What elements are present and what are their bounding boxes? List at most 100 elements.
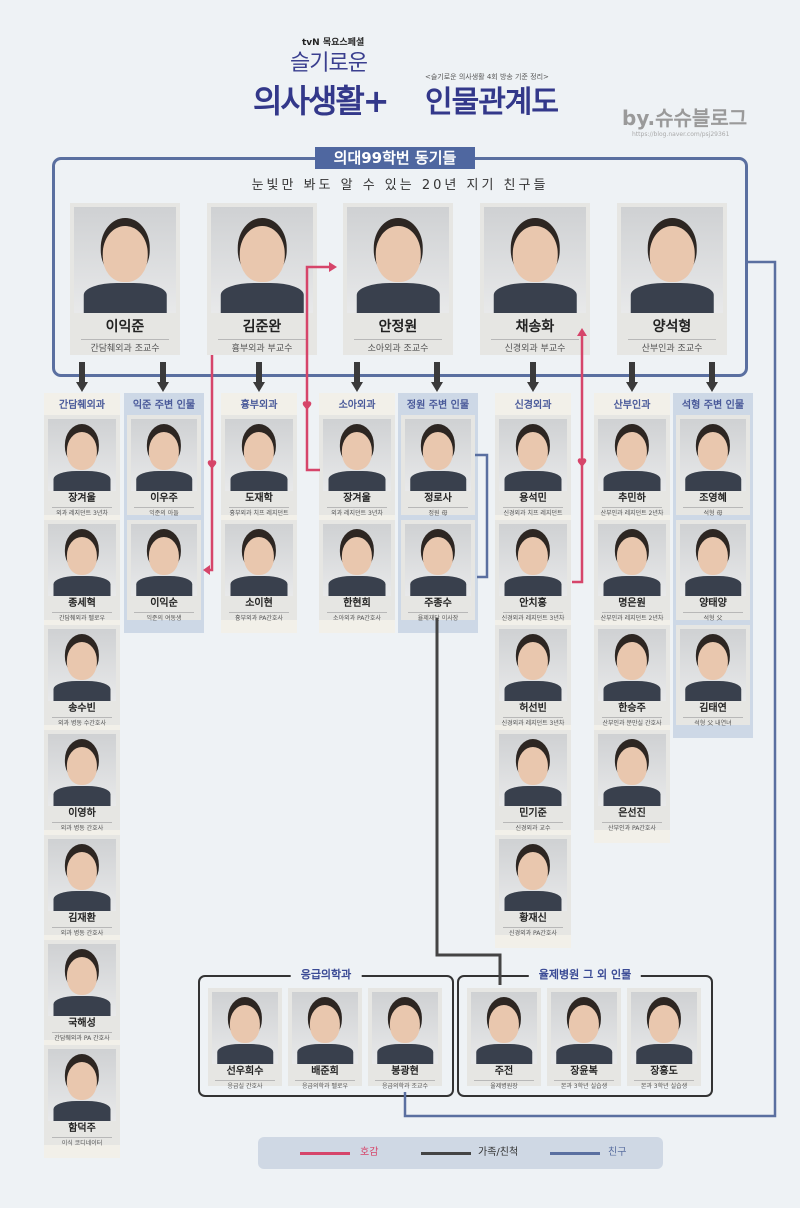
person-role: 소아외과 PA간호사 (333, 615, 381, 622)
divider (81, 339, 169, 340)
person-silhouette-icon (53, 995, 111, 1016)
divider (502, 822, 564, 823)
group-box: 응급의학과 (198, 968, 454, 1097)
title-note: <슬기로운 의사생활 4회 방송 기준 정리> (425, 73, 549, 81)
divider (326, 612, 388, 613)
divider (134, 612, 194, 613)
person-silhouette-icon (504, 785, 562, 806)
divider (601, 717, 663, 718)
person-face-icon (239, 226, 285, 282)
divider (601, 612, 663, 613)
person-name: 김준완 (242, 319, 282, 335)
person-silhouette-icon (410, 470, 466, 491)
person-name: 주종수 (424, 598, 452, 609)
column-header: 소아외과 (338, 400, 376, 411)
person-silhouette-icon (603, 575, 661, 596)
person-name: 황재신 (519, 913, 547, 924)
person-name: 은선진 (618, 808, 646, 819)
person-role: 신경외과 PA간호사 (509, 930, 557, 937)
person-face-icon (66, 746, 98, 785)
person-face-icon (309, 1004, 341, 1043)
person-role: 응급의학과 펠로우 (301, 1083, 349, 1090)
person-role: 외과 레지던트 3년차 (56, 510, 108, 517)
divider (375, 1080, 435, 1081)
person-face-icon (488, 1004, 520, 1043)
person-photo (48, 1049, 116, 1121)
divider (491, 339, 579, 340)
person-face-icon (243, 536, 275, 575)
person-name: 안치홍 (519, 598, 547, 609)
person-silhouette-icon (220, 283, 304, 313)
person-role: 산부인과 조교수 (641, 344, 703, 354)
column-header: 산부인과 (613, 400, 651, 411)
person-face-icon (389, 1004, 421, 1043)
person-face-icon (517, 641, 549, 680)
person-silhouette-icon (83, 283, 167, 313)
person-silhouette-icon (630, 283, 714, 313)
person-name: 정로사 (424, 493, 452, 504)
divider (683, 507, 743, 508)
top-group-tab: 의대99학번 동기들 (315, 147, 475, 169)
person-face-icon (229, 1004, 261, 1043)
person-silhouette-icon (136, 470, 192, 491)
person-photo (74, 207, 176, 313)
person-silhouette-icon (53, 1100, 111, 1121)
person-name: 이영하 (68, 808, 96, 819)
person-photo (347, 207, 449, 313)
person-silhouette-icon (685, 575, 741, 596)
person-photo (48, 839, 116, 911)
person-face-icon (341, 431, 373, 470)
person-face-icon (341, 536, 373, 575)
person-name: 장홍도 (650, 1066, 678, 1077)
person-face-icon (697, 641, 729, 680)
divider (228, 507, 290, 508)
person-silhouette-icon (230, 575, 288, 596)
person-face-icon (616, 536, 648, 575)
person-role: 익준의 아들 (149, 510, 179, 517)
person-photo (499, 524, 567, 596)
brand-logo: tvN 목요스페셜 (302, 38, 365, 48)
person-role: 간담췌외과 펠로우 (58, 615, 106, 622)
person-name: 안정원 (378, 319, 418, 335)
column-header: 흉부외과 (240, 400, 278, 411)
person-name: 김태연 (699, 703, 727, 714)
person-role: 정원 母 (428, 510, 448, 517)
divider (51, 507, 113, 508)
person-name: 용석민 (519, 493, 547, 504)
person-face-icon (66, 536, 98, 575)
divider (134, 507, 194, 508)
person-role: 산부인과 레지던트 2년차 (600, 510, 664, 517)
arrow-down-icon (626, 382, 638, 392)
person-name: 함덕주 (68, 1123, 96, 1134)
person-photo (598, 734, 666, 806)
person-role: 석형 父 내연녀 (694, 720, 732, 727)
person-face-icon (697, 536, 729, 575)
person-face-icon (66, 641, 98, 680)
heart-icon: ♥ (577, 456, 588, 470)
person-silhouette-icon (493, 283, 577, 313)
person-role: 석형 母 (703, 510, 723, 517)
person-photo (680, 524, 746, 596)
legend-label: 친구 (608, 1147, 627, 1158)
person-role: 산부인과 분만실 간호사 (602, 720, 662, 727)
person-silhouette-icon (356, 283, 440, 313)
person-silhouette-icon (53, 680, 111, 701)
legend-line-crush (300, 1152, 350, 1155)
person-silhouette-icon (504, 575, 562, 596)
divider (51, 1137, 113, 1138)
person-face-icon (375, 226, 421, 282)
person-silhouette-icon (603, 785, 661, 806)
person-name: 양태양 (699, 598, 727, 609)
top-group-motto: 눈빛만 봐도 알 수 있는 20년 지기 친구들 (251, 178, 549, 193)
